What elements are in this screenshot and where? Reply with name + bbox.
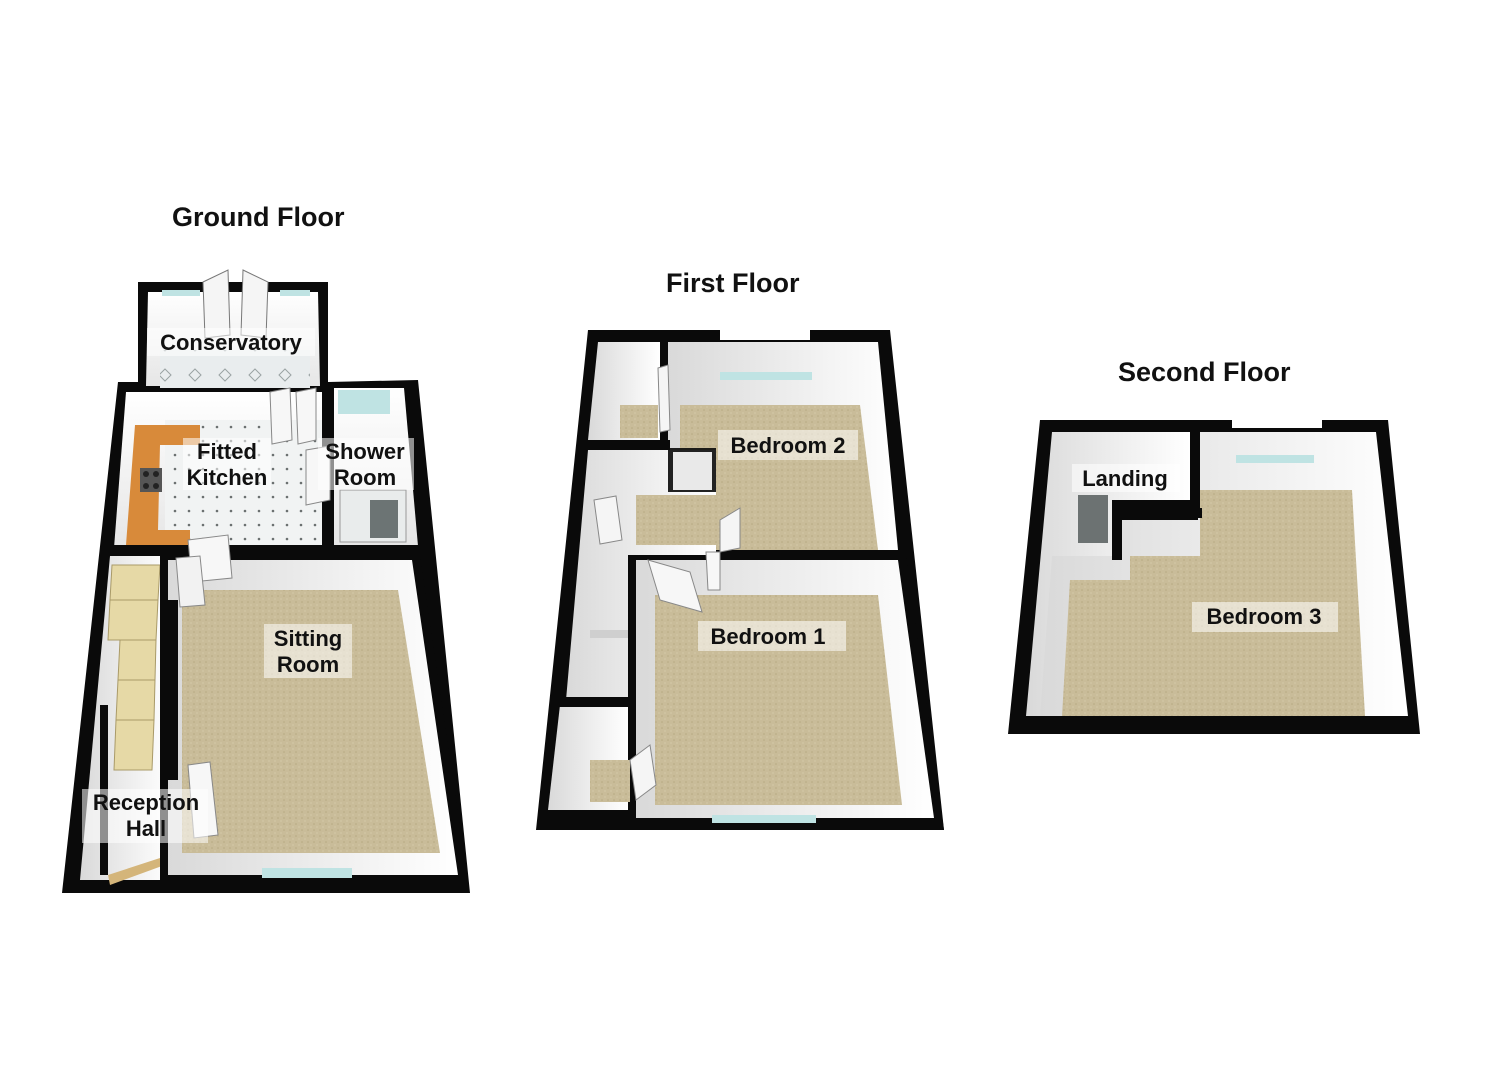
- reception-hall-label-line1: Reception: [93, 790, 199, 815]
- kitchen-worktop: [126, 425, 200, 545]
- second-floor-plan: Landing Bedroom 3: [1008, 420, 1420, 734]
- shower-room-label-line2: Room: [334, 465, 396, 490]
- second-floor-title: Second Floor: [1118, 357, 1291, 387]
- staircase: [107, 564, 161, 771]
- bedroom1-label: Bedroom 1: [711, 624, 826, 649]
- bedroom3-label: Bedroom 3: [1207, 604, 1322, 629]
- kitchen-label-line1: Fitted: [197, 439, 257, 464]
- shower-room-label-line1: Shower: [325, 439, 405, 464]
- first-floor-title: First Floor: [666, 268, 800, 298]
- conservatory-label: Conservatory: [160, 330, 303, 355]
- ground-floor-title: Ground Floor: [172, 202, 345, 232]
- bedroom2-label: Bedroom 2: [731, 433, 846, 458]
- reception-hall-label-line2: Hall: [126, 816, 166, 841]
- sitting-room-floor: [182, 590, 440, 853]
- kitchen-label-line2: Kitchen: [187, 465, 268, 490]
- landing-label: Landing: [1082, 466, 1168, 491]
- sitting-room-label-line1: Sitting: [274, 626, 342, 651]
- first-floor-plan: Bedroom 2 Bedroom 1: [536, 330, 944, 830]
- sitting-room-label-line2: Room: [277, 652, 339, 677]
- hob-icon: [140, 468, 162, 492]
- ground-floor-plan: Conservatory Fitted Kitchen Shower Room …: [62, 269, 470, 893]
